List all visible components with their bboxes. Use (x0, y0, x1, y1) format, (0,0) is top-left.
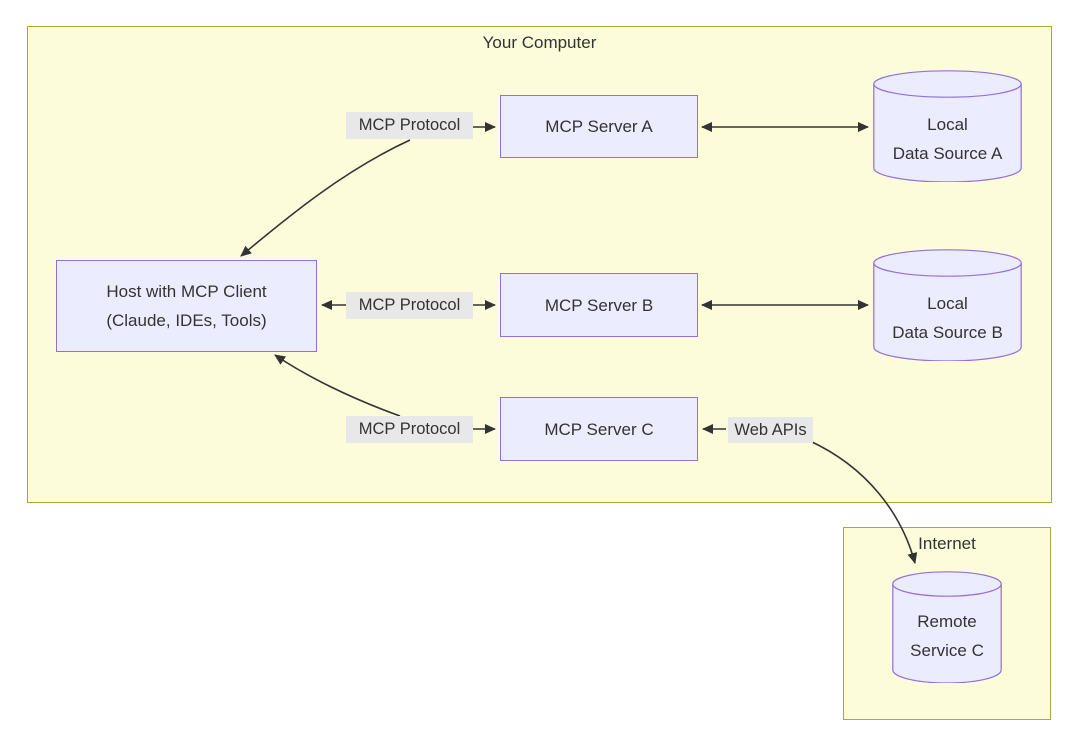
edge-label-mcp-protocol-c: MCP Protocol (346, 416, 473, 443)
data-source-a-label: Local Data Source A (873, 110, 1022, 168)
internet-title: Internet (918, 534, 976, 553)
edge-label-mcp-protocol-a: MCP Protocol (346, 112, 473, 139)
remote-service-c-line2: Service C (910, 641, 984, 660)
data-source-a-line1: Local (927, 115, 968, 134)
server-c-label: MCP Server C (544, 419, 654, 439)
node-mcp-server-c: MCP Server C (500, 397, 698, 461)
data-source-b-label: Local Data Source B (873, 289, 1022, 347)
your-computer-title: Your Computer (482, 33, 597, 52)
node-remote-service-c: Remote Service C (892, 571, 1002, 683)
database-cylinder-icon (873, 70, 1022, 182)
server-b-label: MCP Server B (544, 295, 654, 315)
host-label-line1: Host with MCP Client (106, 282, 267, 301)
data-source-b-line1: Local (927, 294, 968, 313)
edge-label-mcp-protocol-b: MCP Protocol (346, 292, 473, 319)
node-local-data-source-a: Local Data Source A (873, 70, 1022, 182)
data-source-b-line2: Data Source B (892, 323, 1003, 342)
host-label-line2: (Claude, IDEs, Tools) (106, 311, 267, 330)
node-mcp-server-a: MCP Server A (500, 95, 698, 158)
remote-service-c-line1: Remote (917, 612, 977, 631)
remote-service-c-label: Remote Service C (892, 607, 1002, 665)
node-local-data-source-b: Local Data Source B (873, 249, 1022, 361)
node-mcp-server-b: MCP Server B (500, 273, 698, 337)
node-host-with-mcp-client: Host with MCP Client (Claude, IDEs, Tool… (56, 260, 317, 352)
server-a-label: MCP Server A (545, 117, 653, 136)
edge-label-web-apis: Web APIs (728, 417, 813, 443)
data-source-a-line2: Data Source A (892, 144, 1003, 163)
database-cylinder-icon (873, 249, 1022, 361)
database-cylinder-icon (892, 571, 1002, 683)
